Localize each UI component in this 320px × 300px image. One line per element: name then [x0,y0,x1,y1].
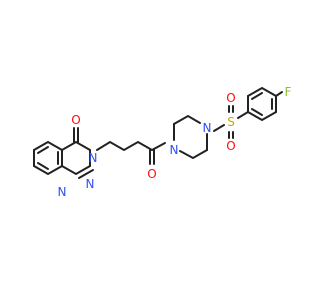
atom-o-amide: O [147,167,156,181]
atom-n-piperazine-right: N [203,121,212,135]
sulfonyl-o-bottom-bond [228,131,234,139]
triazinone-ring [61,140,91,176]
atom-f-fluoro: F [285,85,292,99]
s-aryl-bond [237,111,249,119]
atom-o-sulfonyl-bottom: O [226,139,235,153]
atom-o-ketone-top: O [71,113,80,127]
ns-bond [213,124,225,132]
atom-s-sulfonyl: S [227,115,235,129]
molecule-structure: O N N N O N N S O O F [33,85,292,199]
piperazine-ring [173,114,208,160]
triazinone-ring-double [78,169,94,179]
atom-labels: O N N N O N N S O O F [58,85,292,199]
amide-cn-bond [151,142,166,151]
atom-n-piperazine-left: N [170,143,179,157]
fluorophenyl-inner-bonds [251,92,273,116]
benzo-ring-inner-bonds [37,146,59,170]
carbonyl-bond [73,127,79,143]
sulfonyl-o-top-bond [228,105,234,113]
cf-bond [275,91,283,97]
atom-o-sulfonyl-top: O [226,91,235,105]
atom-n-ring-3: N [89,151,98,165]
amide-carbonyl-bond [149,149,155,165]
bond-lines [33,86,283,179]
butanoyl-chain [96,140,153,152]
atom-n-ring-2: N [86,177,95,191]
atom-n-ring-1: N [58,185,67,199]
